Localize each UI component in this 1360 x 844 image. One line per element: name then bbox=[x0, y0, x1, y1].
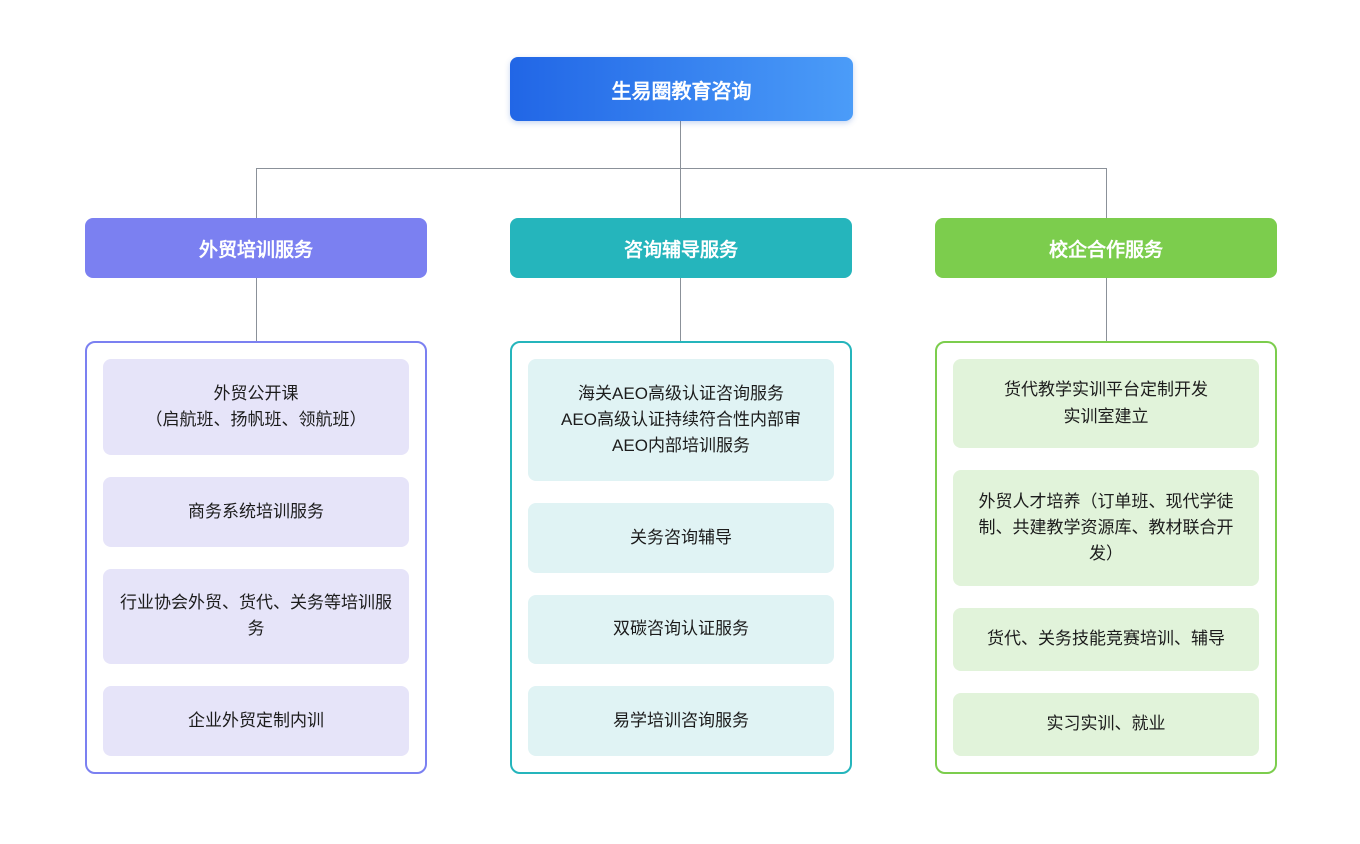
branch-container-consulting-guidance: 海关AEO高级认证咨询服务 AEO高级认证持续符合性内部审 AEO内部培训服务 … bbox=[510, 341, 852, 774]
service-item: 外贸公开课 （启航班、扬帆班、领航班） bbox=[103, 359, 409, 455]
branch-header-school-enterprise-cooperation: 校企合作服务 bbox=[935, 218, 1277, 278]
service-item: 货代、关务技能竞赛培训、辅导 bbox=[953, 608, 1259, 672]
connector-root-vertical bbox=[680, 121, 681, 168]
branch-container-foreign-trade-training: 外贸公开课 （启航班、扬帆班、领航班） 商务系统培训服务 行业协会外贸、货代、关… bbox=[85, 341, 427, 774]
branch-header-consulting-guidance: 咨询辅导服务 bbox=[510, 218, 852, 278]
connector-drop-right bbox=[1106, 168, 1107, 218]
service-item: 企业外贸定制内训 bbox=[103, 686, 409, 756]
service-item: 商务系统培训服务 bbox=[103, 476, 409, 547]
service-item: 行业协会外贸、货代、关务等培训服务 bbox=[103, 568, 409, 665]
branch-container-school-enterprise-cooperation: 货代教学实训平台定制开发 实训室建立 外贸人才培养（订单班、现代学徒制、共建教学… bbox=[935, 341, 1277, 774]
service-item: 双碳咨询认证服务 bbox=[528, 594, 834, 665]
connector-horizontal-main bbox=[256, 168, 1106, 169]
connector-drop-left bbox=[256, 168, 257, 218]
connector-middle-header-to-container bbox=[680, 278, 681, 341]
branch-header-foreign-trade-training: 外贸培训服务 bbox=[85, 218, 427, 278]
connector-drop-middle bbox=[680, 168, 681, 218]
connector-right-header-to-container bbox=[1106, 278, 1107, 341]
root-node: 生易圈教育咨询 bbox=[510, 57, 853, 121]
service-item: 海关AEO高级认证咨询服务 AEO高级认证持续符合性内部审 AEO内部培训服务 bbox=[528, 359, 834, 482]
service-item: 货代教学实训平台定制开发 实训室建立 bbox=[953, 359, 1259, 449]
service-item: 实习实训、就业 bbox=[953, 693, 1259, 757]
service-item: 易学培训咨询服务 bbox=[528, 686, 834, 756]
connector-left-header-to-container bbox=[256, 278, 257, 341]
service-item: 外贸人才培养（订单班、现代学徒制、共建教学资源库、教材联合开发） bbox=[953, 470, 1259, 587]
service-item: 关务咨询辅导 bbox=[528, 503, 834, 573]
